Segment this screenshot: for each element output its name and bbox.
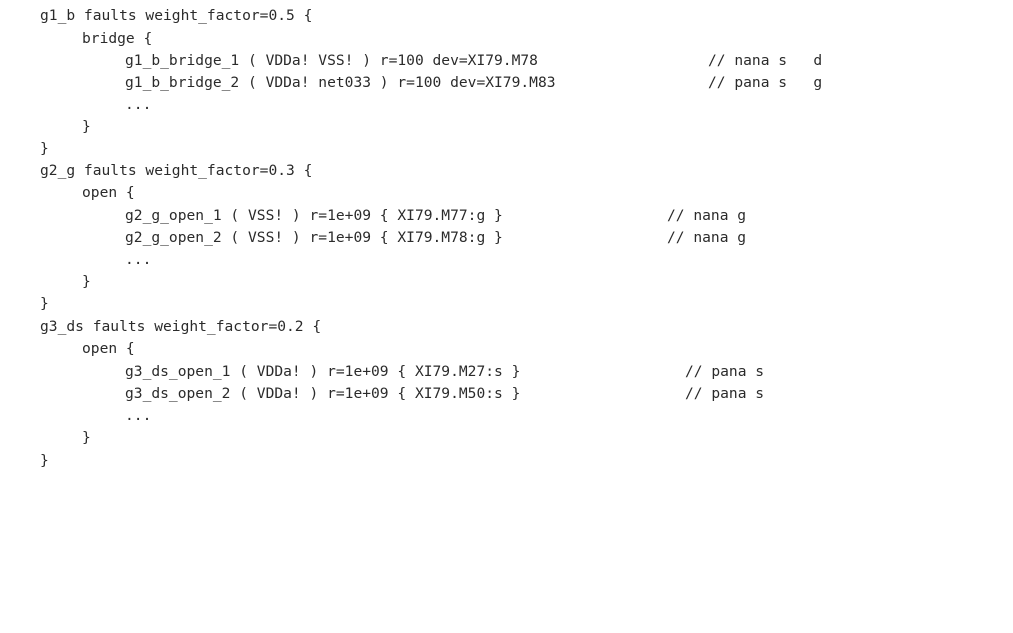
fault-code: g2_g_open_2 ( VSS! ) r=1e+09 { XI79.M78:… (125, 229, 503, 246)
fault-line: g2_g_open_2 ( VSS! ) r=1e+09 { XI79.M78:… (125, 227, 825, 250)
fault-code: g1_b_bridge_2 ( VDDa! net033 ) r=100 dev… (125, 74, 556, 91)
fault-list-code-view: g1_b faults weight_factor=0.5 { bridge {… (40, 7, 925, 469)
block-close: } (40, 452, 49, 469)
fault-line: g2_g_open_1 ( VSS! ) r=1e+09 { XI79.M77:… (125, 205, 825, 228)
section-header: bridge { (82, 30, 153, 47)
block-header: g3_ds faults weight_factor=0.2 { (40, 318, 322, 335)
fault-line: g1_b_bridge_2 ( VDDa! net033 ) r=100 dev… (125, 72, 925, 95)
block-close: } (40, 295, 49, 312)
fault-code: g3_ds_open_1 ( VDDa! ) r=1e+09 { XI79.M2… (125, 363, 521, 380)
section-close: } (82, 273, 91, 290)
fault-comment: // nana s d (708, 52, 823, 69)
ellipsis: ... (125, 251, 152, 268)
fault-comment: // pana s g (708, 74, 823, 91)
fault-line: g3_ds_open_2 ( VDDa! ) r=1e+09 { XI79.M5… (125, 383, 825, 406)
section-header: open { (82, 340, 135, 357)
fault-line: g3_ds_open_1 ( VDDa! ) r=1e+09 { XI79.M2… (125, 361, 825, 384)
fault-code: g1_b_bridge_1 ( VDDa! VSS! ) r=100 dev=X… (125, 52, 538, 69)
block-header: g2_g faults weight_factor=0.3 { (40, 162, 313, 179)
fault-comment: // pana s (685, 363, 765, 380)
block-close: } (40, 140, 49, 157)
block-header: g1_b faults weight_factor=0.5 { (40, 7, 313, 24)
fault-comment: // pana s (685, 385, 765, 402)
section-header: open { (82, 184, 135, 201)
section-close: } (82, 429, 91, 446)
ellipsis: ... (125, 96, 152, 113)
fault-comment: // nana g (667, 229, 747, 246)
section-close: } (82, 118, 91, 135)
fault-line: g1_b_bridge_1 ( VDDa! VSS! ) r=100 dev=X… (125, 50, 925, 73)
fault-code: g2_g_open_1 ( VSS! ) r=1e+09 { XI79.M77:… (125, 207, 503, 224)
ellipsis: ... (125, 407, 152, 424)
fault-comment: // nana g (667, 207, 747, 224)
fault-code: g3_ds_open_2 ( VDDa! ) r=1e+09 { XI79.M5… (125, 385, 521, 402)
